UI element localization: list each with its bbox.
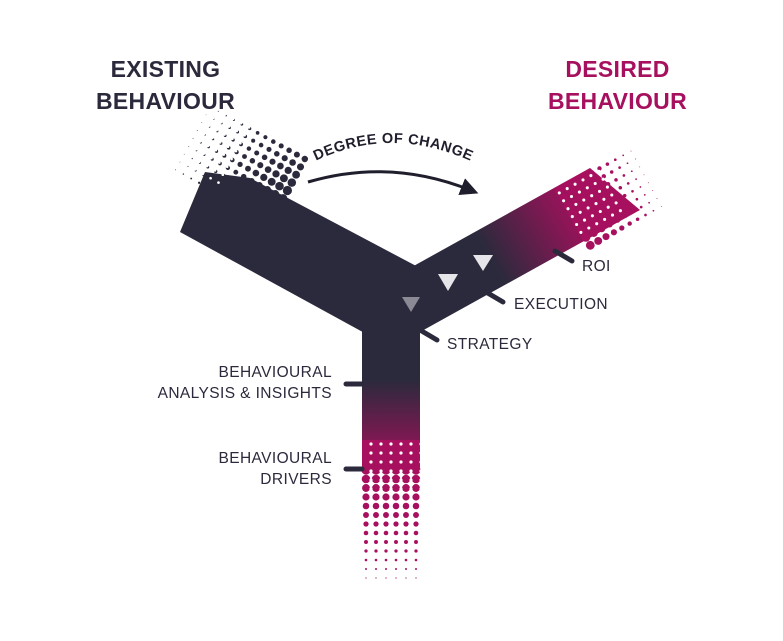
left-arm-dots bbox=[162, 95, 309, 226]
arc-label: DEGREE OF CHANGE bbox=[311, 131, 476, 165]
analysis-label-line-1: BEHAVIOURAL bbox=[218, 364, 332, 381]
roi-tick bbox=[552, 248, 575, 264]
execution-tick bbox=[483, 289, 506, 305]
stem-dots bbox=[361, 442, 423, 579]
analysis-label-line-2: ANALYSIS & INSIGHTS bbox=[157, 385, 332, 402]
existing-behaviour-heading: EXISTING BEHAVIOUR bbox=[78, 53, 253, 117]
triangle-marker-3 bbox=[473, 255, 493, 271]
strategy-tick bbox=[417, 327, 440, 343]
existing-heading-line-1: EXISTING bbox=[110, 56, 221, 82]
strategy-label: STRATEGY bbox=[447, 336, 533, 353]
desired-heading-line-1: DESIRED bbox=[565, 56, 670, 82]
left-arm bbox=[162, 95, 420, 336]
drivers-label-line-2: DRIVERS bbox=[260, 471, 332, 488]
behavioural-drivers-label: BEHAVIOURAL DRIVERS bbox=[130, 448, 332, 490]
degree-of-change-arrow: DEGREE OF CHANGE bbox=[307, 131, 479, 196]
desired-behaviour-heading: DESIRED BEHAVIOUR bbox=[520, 53, 715, 117]
right-arm-dots bbox=[553, 150, 662, 250]
existing-heading-line-2: BEHAVIOUR bbox=[95, 88, 235, 114]
triangle-marker-2 bbox=[438, 274, 458, 291]
stem bbox=[361, 290, 423, 579]
right-arm bbox=[392, 150, 662, 332]
right-ticks bbox=[417, 248, 575, 343]
roi-label: ROI bbox=[582, 258, 611, 275]
drivers-label-line-1: BEHAVIOURAL bbox=[218, 450, 332, 467]
execution-label: EXECUTION bbox=[514, 296, 609, 313]
analysis-insights-label: BEHAVIOURAL ANALYSIS & INSIGHTS bbox=[130, 362, 332, 404]
left-ticks bbox=[343, 381, 365, 472]
progress-markers bbox=[402, 255, 493, 312]
desired-heading-line-2: BEHAVIOUR bbox=[547, 88, 687, 114]
triangle-marker-1 bbox=[402, 297, 420, 312]
